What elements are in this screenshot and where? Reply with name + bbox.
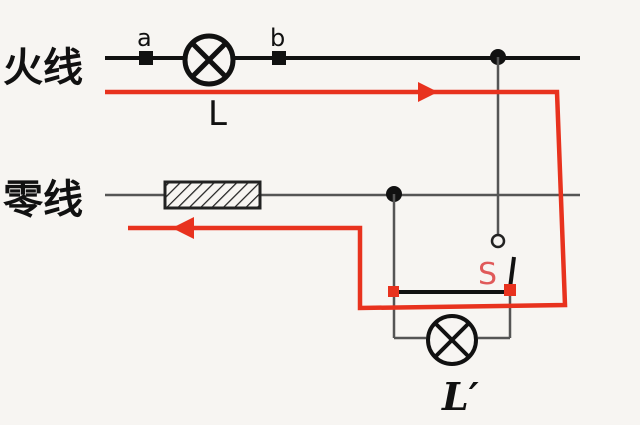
lamp-L-prime-label: L′ bbox=[441, 374, 479, 419]
terminal-right bbox=[504, 284, 516, 296]
switch-blade bbox=[508, 256, 516, 289]
lamp-L-label: L bbox=[208, 94, 227, 134]
lamp-branch-wires bbox=[392, 194, 512, 340]
switch-S-label: S bbox=[478, 257, 497, 292]
terminal-b bbox=[272, 51, 286, 65]
current-path bbox=[105, 82, 568, 311]
terminal-left bbox=[388, 286, 399, 297]
arrow-icon-left bbox=[172, 217, 194, 239]
lamp-L-icon bbox=[182, 33, 236, 87]
neutral-wire-label: 零线 bbox=[3, 177, 83, 223]
live-wire-label: 火线 bbox=[3, 45, 83, 91]
point-a-label: a bbox=[137, 24, 152, 52]
switch-contact-icon bbox=[490, 233, 506, 249]
terminal-a bbox=[139, 51, 153, 65]
point-b-label: b bbox=[270, 24, 285, 52]
arrow-icon-right bbox=[418, 82, 438, 102]
lamp-L-prime-icon bbox=[426, 314, 478, 366]
fuse-icon bbox=[163, 180, 262, 210]
